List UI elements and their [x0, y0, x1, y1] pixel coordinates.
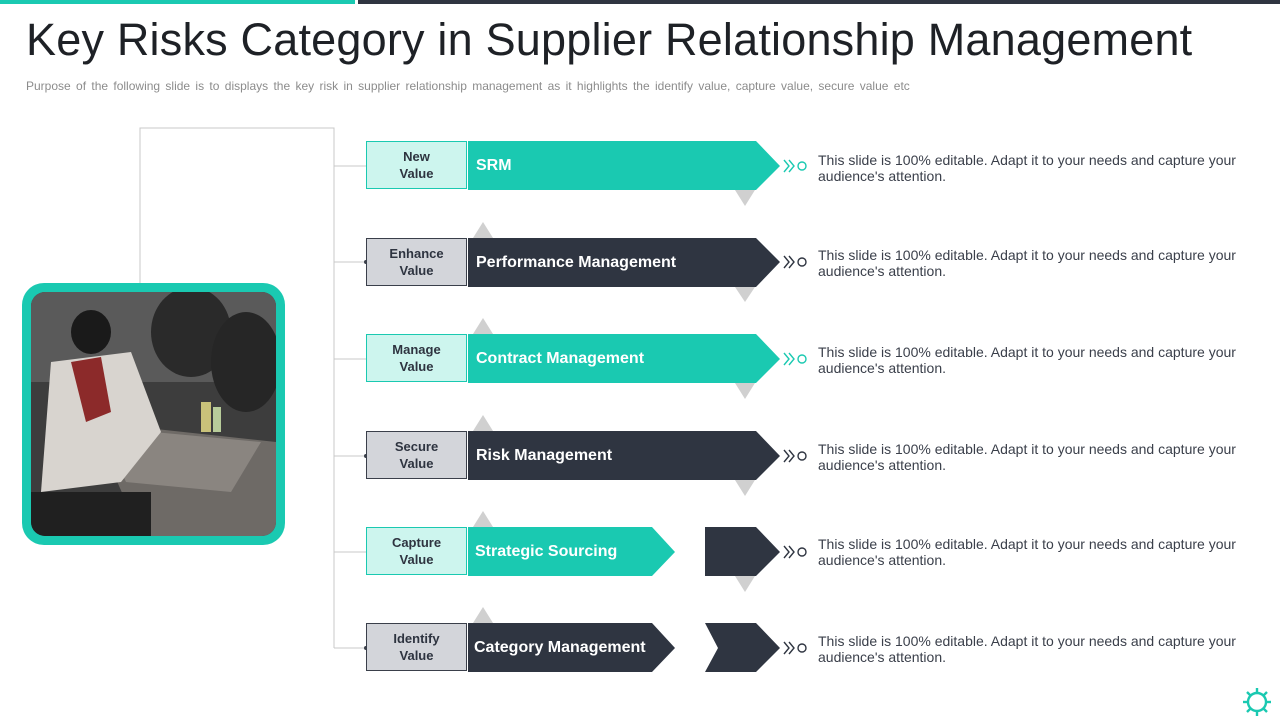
description-1: This slide is 100% editable. Adapt it to… — [818, 152, 1236, 184]
down-triangle-5 — [735, 576, 755, 592]
value-label-1: New Value — [366, 141, 467, 189]
category-name-6: Category Management — [474, 639, 646, 656]
top-accent-bar-teal — [0, 0, 355, 4]
description-5: This slide is 100% editable. Adapt it to… — [818, 536, 1236, 568]
chevron-row-6 — [705, 623, 780, 672]
value-label-3: Manage Value — [366, 334, 467, 382]
up-triangle-5 — [473, 511, 493, 527]
category-name-4: Risk Management — [476, 447, 613, 464]
description-2: This slide is 100% editable. Adapt it to… — [818, 247, 1236, 279]
team-meeting-photo — [31, 292, 276, 536]
value-label-6: Identify Value — [366, 623, 467, 671]
category-name-5: Strategic Sourcing — [475, 543, 618, 560]
arrow-row-2 — [468, 238, 780, 287]
down-triangle-2 — [735, 287, 755, 302]
value-label-5: Capture Value — [366, 527, 467, 575]
category-name-3: Contract Management — [476, 350, 645, 367]
photo-frame — [22, 283, 285, 545]
arrow-row-3 — [468, 334, 780, 383]
down-triangle-3 — [735, 383, 755, 399]
chevron-circle-icon — [783, 159, 807, 655]
value-label-2: Enhance Value — [366, 238, 467, 286]
down-triangle-1 — [735, 190, 755, 206]
value-label-4: Secure Value — [366, 431, 467, 479]
arrow-row-1 — [468, 141, 780, 190]
page-title: Key Risks Category in Supplier Relations… — [26, 14, 1193, 65]
arrow-row-5 — [468, 527, 675, 576]
description-6: This slide is 100% editable. Adapt it to… — [818, 633, 1236, 665]
up-triangle-4 — [473, 415, 493, 431]
top-accent-bar-dark — [358, 0, 1280, 4]
up-triangle-3 — [473, 318, 493, 334]
up-triangle-2 — [473, 222, 493, 238]
description-4: This slide is 100% editable. Adapt it to… — [818, 441, 1236, 473]
description-3: This slide is 100% editable. Adapt it to… — [818, 344, 1236, 376]
category-name-2: Performance Management — [476, 254, 677, 271]
category-name-1: SRM — [476, 157, 512, 174]
arrow-row-4 — [468, 431, 780, 480]
down-triangle-4 — [735, 480, 755, 496]
chevron-row-5 — [705, 527, 780, 576]
arrow-row-6 — [468, 623, 675, 672]
page-subtitle: Purpose of the following slide is to dis… — [26, 79, 910, 93]
up-triangle-6 — [473, 607, 493, 623]
gear-icon[interactable] — [1241, 686, 1273, 718]
